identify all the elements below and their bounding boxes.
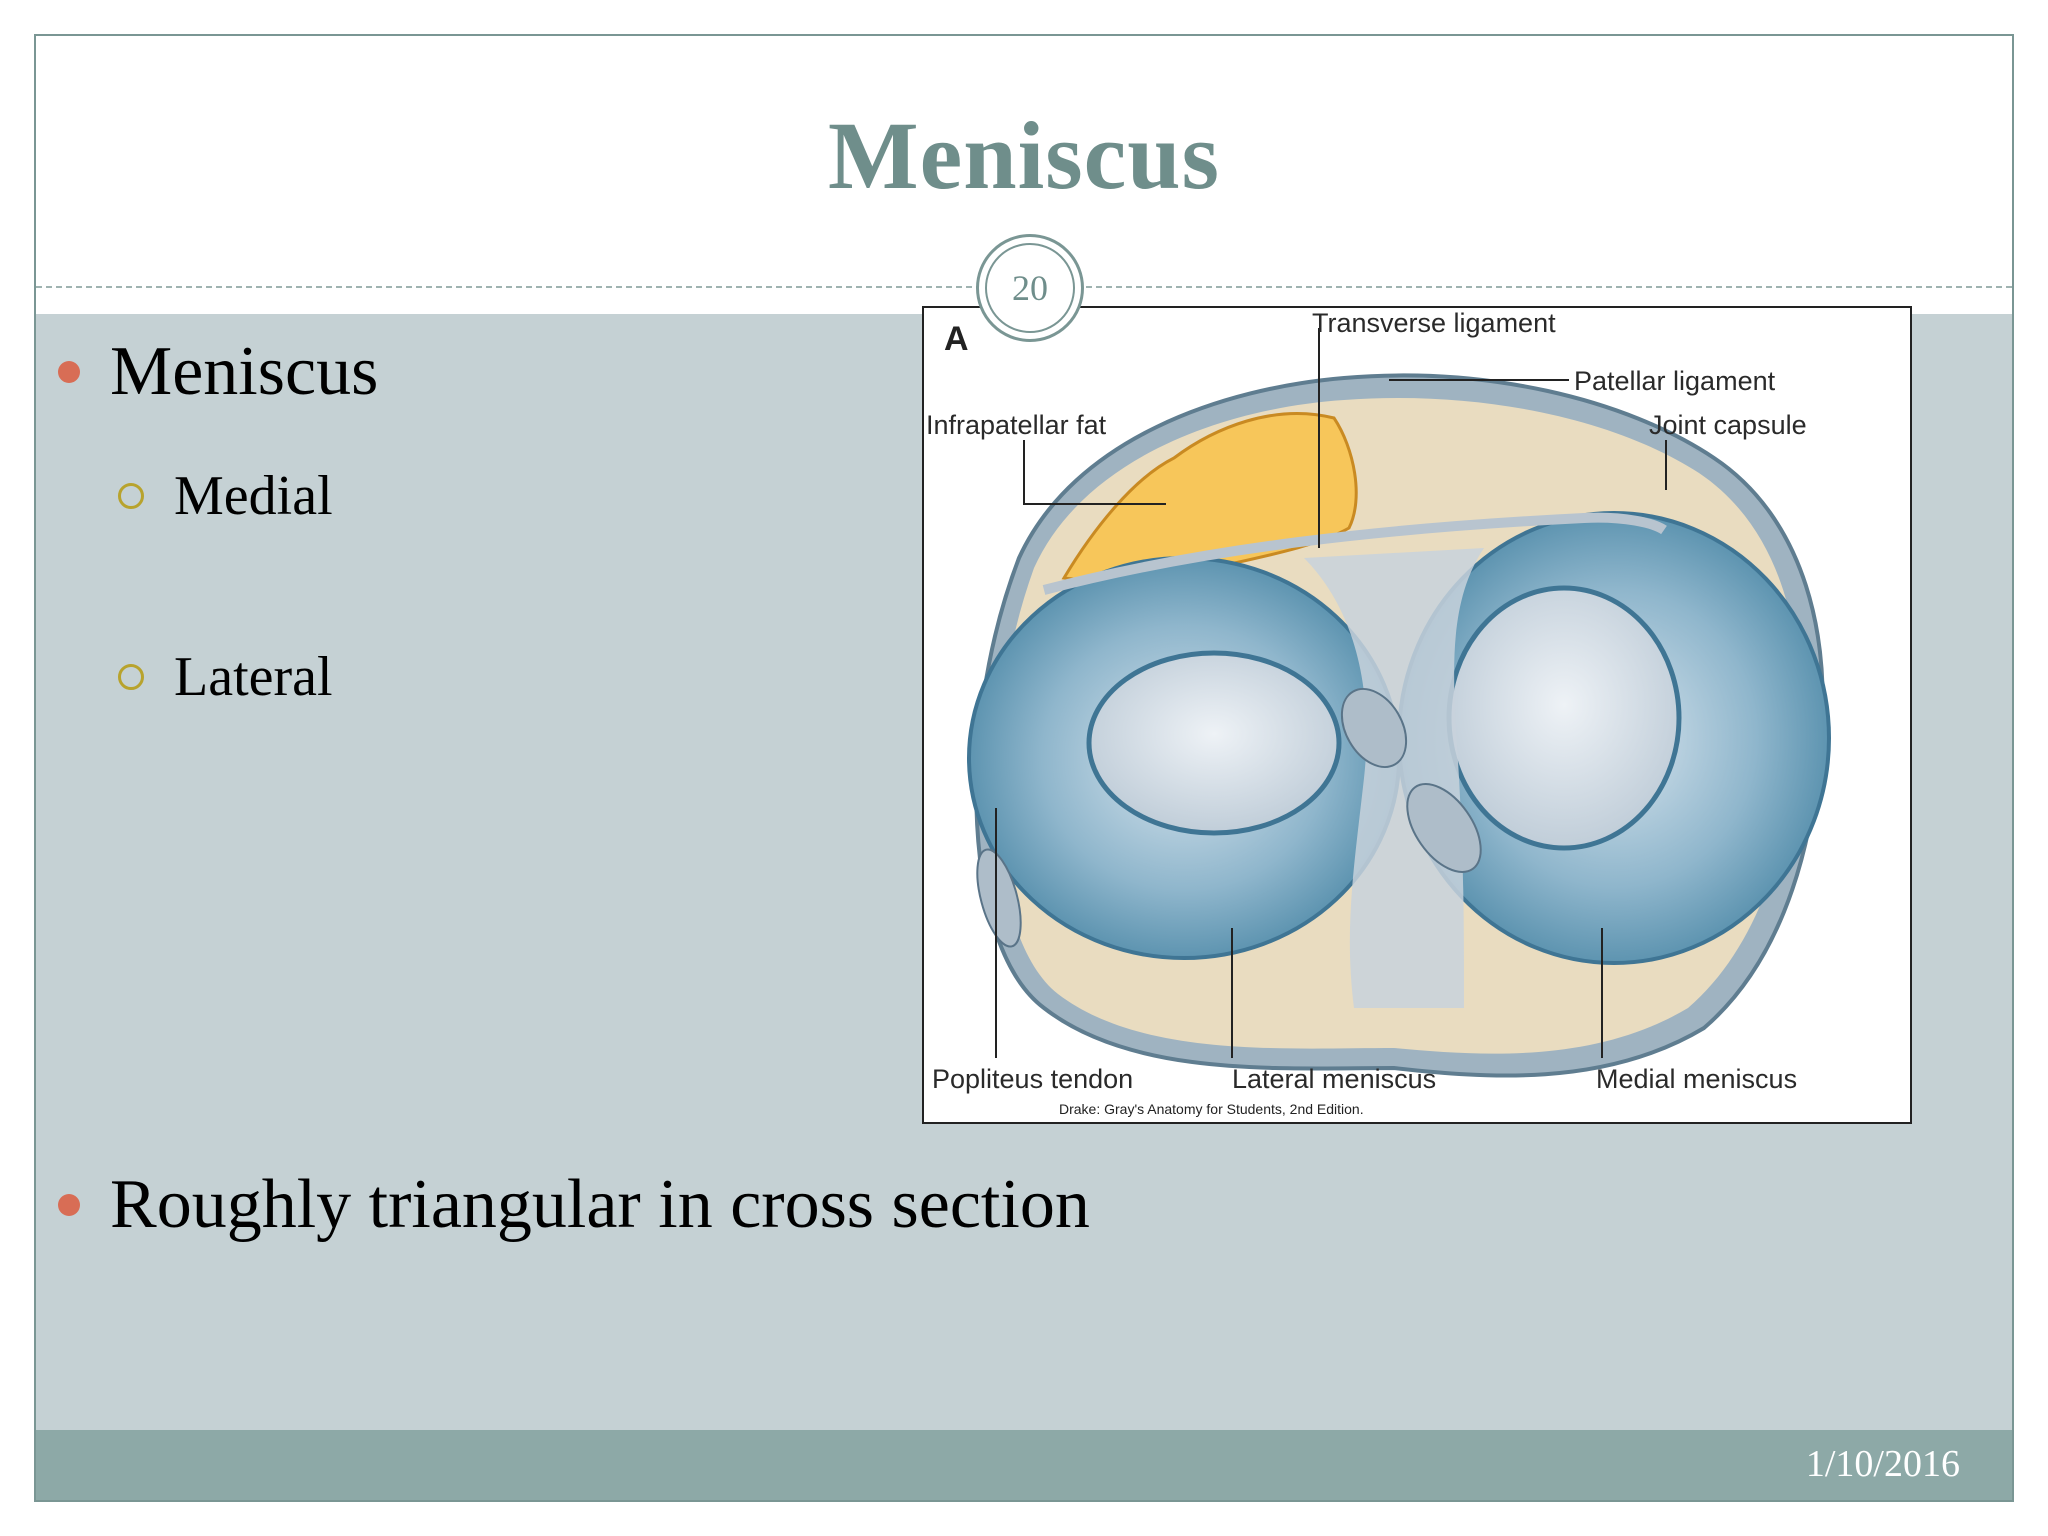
label-joint-capsule: Joint capsule	[1649, 410, 1807, 440]
slide-number-badge: 20	[976, 234, 1084, 342]
lateral-tibial-plateau	[1086, 650, 1342, 836]
sub-bullet-medial: Medial	[118, 464, 333, 528]
knee-meniscus-illustration: A Transverse ligament Patellar ligament …	[926, 308, 1831, 1117]
pcl-attachment	[1406, 783, 1482, 873]
label-patellar-ligament: Patellar ligament	[1574, 366, 1776, 396]
label-infrapatellar-fat: Infrapatellar fat	[926, 410, 1107, 440]
cruciate-ligament-fibers	[1304, 548, 1484, 1008]
sub-bullet-ring-icon	[118, 664, 144, 690]
medial-tibial-plateau	[1446, 585, 1682, 851]
leader-lines	[995, 328, 1667, 1058]
label-medial-meniscus: Medial meniscus	[1596, 1064, 1797, 1094]
bullet-text: Roughly triangular in cross section	[110, 1166, 1090, 1243]
sub-bullet-text: Lateral	[174, 646, 333, 708]
bullet-dot-icon	[58, 1194, 80, 1216]
sub-bullet-text: Medial	[174, 465, 333, 527]
slide-date: 1/10/2016	[1805, 1443, 1960, 1485]
slide-number: 20	[1012, 268, 1048, 308]
label-lateral-meniscus: Lateral meniscus	[1232, 1064, 1436, 1094]
acl-attachment	[1340, 688, 1408, 768]
bullet-triangular: Roughly triangular in cross section	[58, 1165, 1090, 1245]
popliteus-tendon-shape	[976, 848, 1022, 948]
meniscus-figure: A Transverse ligament Patellar ligament …	[922, 306, 1912, 1124]
bullet-meniscus: Meniscus	[58, 332, 378, 412]
footer-bar: 1/10/2016	[36, 1430, 2012, 1500]
label-popliteus-tendon: Popliteus tendon	[932, 1064, 1133, 1094]
figure-credit: Drake: Gray's Anatomy for Students, 2nd …	[1059, 1101, 1364, 1117]
bullet-dot-icon	[58, 361, 80, 383]
sub-bullet-lateral: Lateral	[118, 645, 333, 709]
bullet-text: Meniscus	[110, 333, 379, 410]
sub-bullet-ring-icon	[118, 483, 144, 509]
transverse-ligament-shape	[1042, 512, 1667, 595]
slide-title: Meniscus	[828, 102, 1220, 209]
figure-panel-letter: A	[944, 320, 969, 358]
label-transverse-ligament: Transverse ligament	[1312, 308, 1556, 338]
